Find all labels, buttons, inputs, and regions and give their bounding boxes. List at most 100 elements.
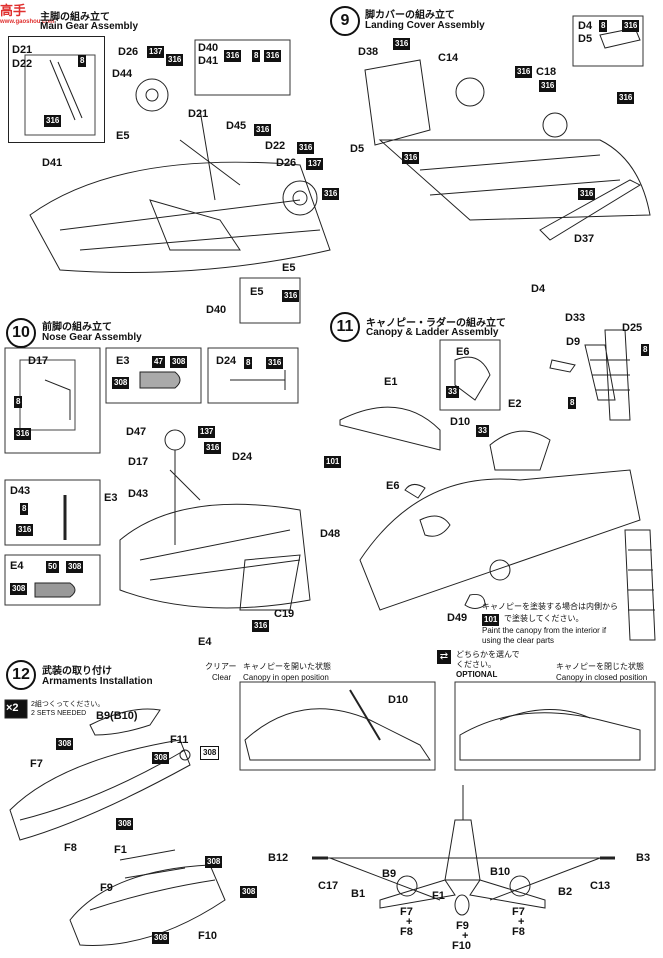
part-d5: D5 (578, 33, 593, 45)
part-f11: F11 (170, 734, 189, 746)
canopy-open-en: Canopy in open position (243, 673, 329, 682)
step-11-number: 11 (330, 312, 360, 342)
part-d37: D37 (574, 233, 595, 245)
paint-code: 316 (254, 124, 272, 136)
paint-code: 316 (539, 80, 557, 92)
part-e2: E2 (508, 398, 522, 410)
paint-code: 316 (578, 188, 596, 200)
paint-code: 316 (16, 524, 34, 536)
part-d4: D4 (578, 20, 593, 32)
part-b10-top: B10 (490, 866, 511, 878)
part-e6b: E6 (386, 480, 400, 492)
part-b9-b10: B9(B10) (96, 710, 138, 722)
part-e5: E5 (116, 130, 130, 142)
part-e6: E6 (456, 346, 470, 358)
part-d49: D49 (447, 612, 468, 624)
part-d44: D44 (112, 68, 133, 80)
paint-code: 308 (56, 738, 74, 750)
part-d9: D9 (566, 336, 581, 348)
part-e5c: E5 (250, 286, 264, 298)
canopy-paint-note-en2: using the clear parts (482, 636, 555, 645)
paint-code: 8 (641, 344, 650, 356)
part-d22: D22 (12, 58, 33, 70)
part-f1: F1 (114, 844, 127, 856)
sets-en: 2 SETS NEEDED (31, 710, 87, 717)
step-12-title-en: Armaments Installation (42, 676, 153, 687)
paint-code: 47 (152, 356, 165, 368)
paint-code: 101 (324, 456, 342, 468)
part-d26b: D26 (276, 157, 297, 169)
clear-label-jp: クリアー (205, 662, 237, 671)
paint-code: 8 (599, 20, 608, 32)
part-d33: D33 (565, 312, 586, 324)
paint-code: 308 (205, 856, 223, 868)
paint-code: 308 (112, 377, 130, 389)
part-d25: D25 (622, 322, 643, 334)
part-b1: B1 (351, 888, 366, 900)
part-d21b: D21 (188, 108, 209, 120)
paint-code: 137 (147, 46, 165, 58)
arrow-swap-icon: ⇄ (437, 650, 451, 664)
part-f8: F8 (64, 842, 77, 854)
part-f9: F9 (100, 882, 113, 894)
paint-code: 137 (306, 158, 324, 170)
part-d26: D26 (118, 46, 139, 58)
paint-code: 33 (476, 425, 489, 437)
paint-code: 308 (116, 818, 134, 830)
optional-en: OPTIONAL (456, 670, 498, 679)
optional-jp2: ください。 (456, 660, 496, 669)
step-10-title-en: Nose Gear Assembly (42, 332, 142, 343)
paint-code: 316 (264, 50, 282, 62)
part-d41b: D41 (42, 157, 63, 169)
paint-code: 316 (402, 152, 420, 164)
optional-jp1: どちらかを選んで (456, 650, 520, 659)
canopy-closed-en: Canopy in closed position (556, 673, 648, 682)
paint-code: 8 (244, 357, 253, 369)
paint-code: 316 (14, 428, 32, 440)
paint-code: 316 (252, 620, 270, 632)
part-d38: D38 (358, 46, 379, 58)
site-logo: 高手 www.gaoshou.com (0, 3, 55, 25)
step-8-title-jp: 主脚の組み立て (40, 12, 110, 23)
part-f10-center: F10 (452, 940, 471, 952)
paint-code: 316 (622, 20, 640, 32)
paint-code: 316 (393, 38, 411, 50)
part-d47: D47 (126, 426, 147, 438)
paint-code: 308 (200, 746, 220, 760)
paint-code: 308 (10, 583, 28, 595)
part-d48: D48 (320, 528, 341, 540)
part-d40b: D40 (206, 304, 227, 316)
step-12-title-jp: 武装の取り付け (42, 666, 112, 677)
step-9-title-jp: 脚カバーの組み立て (365, 10, 455, 21)
part-d40: D40 (198, 42, 219, 54)
paint-code: 316 (266, 357, 284, 369)
paint-code: 308 (240, 886, 258, 898)
canopy-open-jp: キャノピーを開いた状態 (243, 662, 331, 671)
paint-code: 316 (617, 92, 635, 104)
paint-code: 316 (282, 290, 300, 302)
part-d43a: D43 (10, 485, 31, 497)
part-d41: D41 (198, 55, 219, 67)
step-12-number: 12 (6, 660, 36, 690)
part-c19: C19 (274, 608, 295, 620)
part-d5b: D5 (350, 143, 365, 155)
part-c14: C14 (438, 52, 459, 64)
part-d43: D43 (128, 488, 149, 500)
part-d24b: D24 (232, 451, 253, 463)
part-f8-right: F8 (512, 926, 525, 938)
part-d17: D17 (28, 355, 49, 367)
part-f7-right: F7 (512, 906, 525, 918)
part-b9-top: B9 (382, 868, 397, 880)
paint-code: 137 (198, 426, 216, 438)
paint-code: 316 (204, 442, 222, 454)
part-d4b: D4 (531, 283, 546, 295)
part-d10: D10 (450, 416, 471, 428)
part-d17b: D17 (128, 456, 149, 468)
canopy-paint-note-en1: Paint the canopy from the interior if (482, 626, 607, 635)
step-11-title-en: Canopy & Ladder Assembly (366, 327, 499, 338)
plus-sign: + (462, 930, 469, 942)
canopy-paint-note-jp2: で塗装してください。 (504, 614, 584, 623)
part-d24: D24 (216, 355, 237, 367)
